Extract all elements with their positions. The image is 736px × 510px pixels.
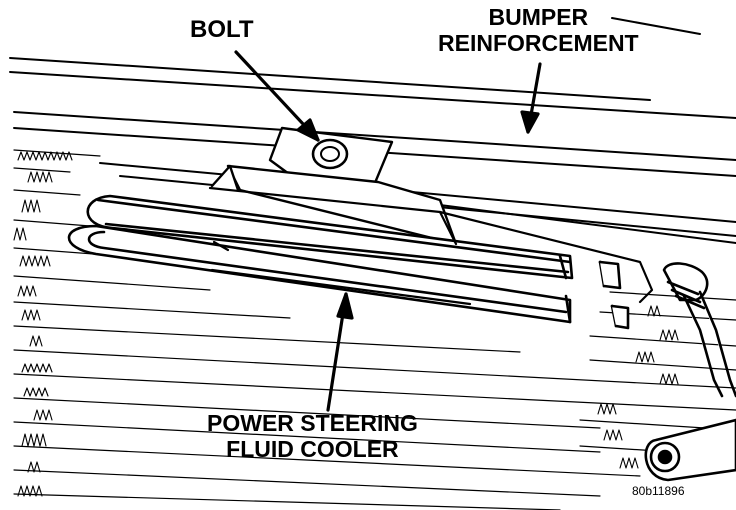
leader-arrows (234, 17, 701, 412)
lower-hose-connector (644, 418, 736, 482)
cooler-arrowhead (336, 292, 354, 320)
bumper-label-line-1: BUMPER (488, 4, 589, 30)
power-steering-fluid-cooler-label: POWER STEERING FLUID COOLER (207, 410, 418, 463)
bumper-arrowhead (520, 110, 540, 134)
cooler-plate (208, 186, 654, 306)
bumper-label-tail (611, 17, 701, 35)
hose-fitting (662, 262, 736, 398)
fin-zigzags (13, 151, 679, 497)
cooler-tubes (67, 194, 630, 330)
bolt-head (311, 138, 349, 170)
bolt-arrowhead (296, 118, 320, 142)
bolt-label: BOLT (190, 16, 254, 43)
figure-id: 80b11896 (632, 484, 685, 498)
cooler-label-line-1: POWER STEERING (207, 410, 418, 436)
bumper-reinforcement-label: BUMPER REINFORCEMENT (438, 4, 639, 57)
cooler-label-line-2: FLUID COOLER (226, 436, 399, 463)
bumper-label-line-2: REINFORCEMENT (438, 30, 639, 57)
